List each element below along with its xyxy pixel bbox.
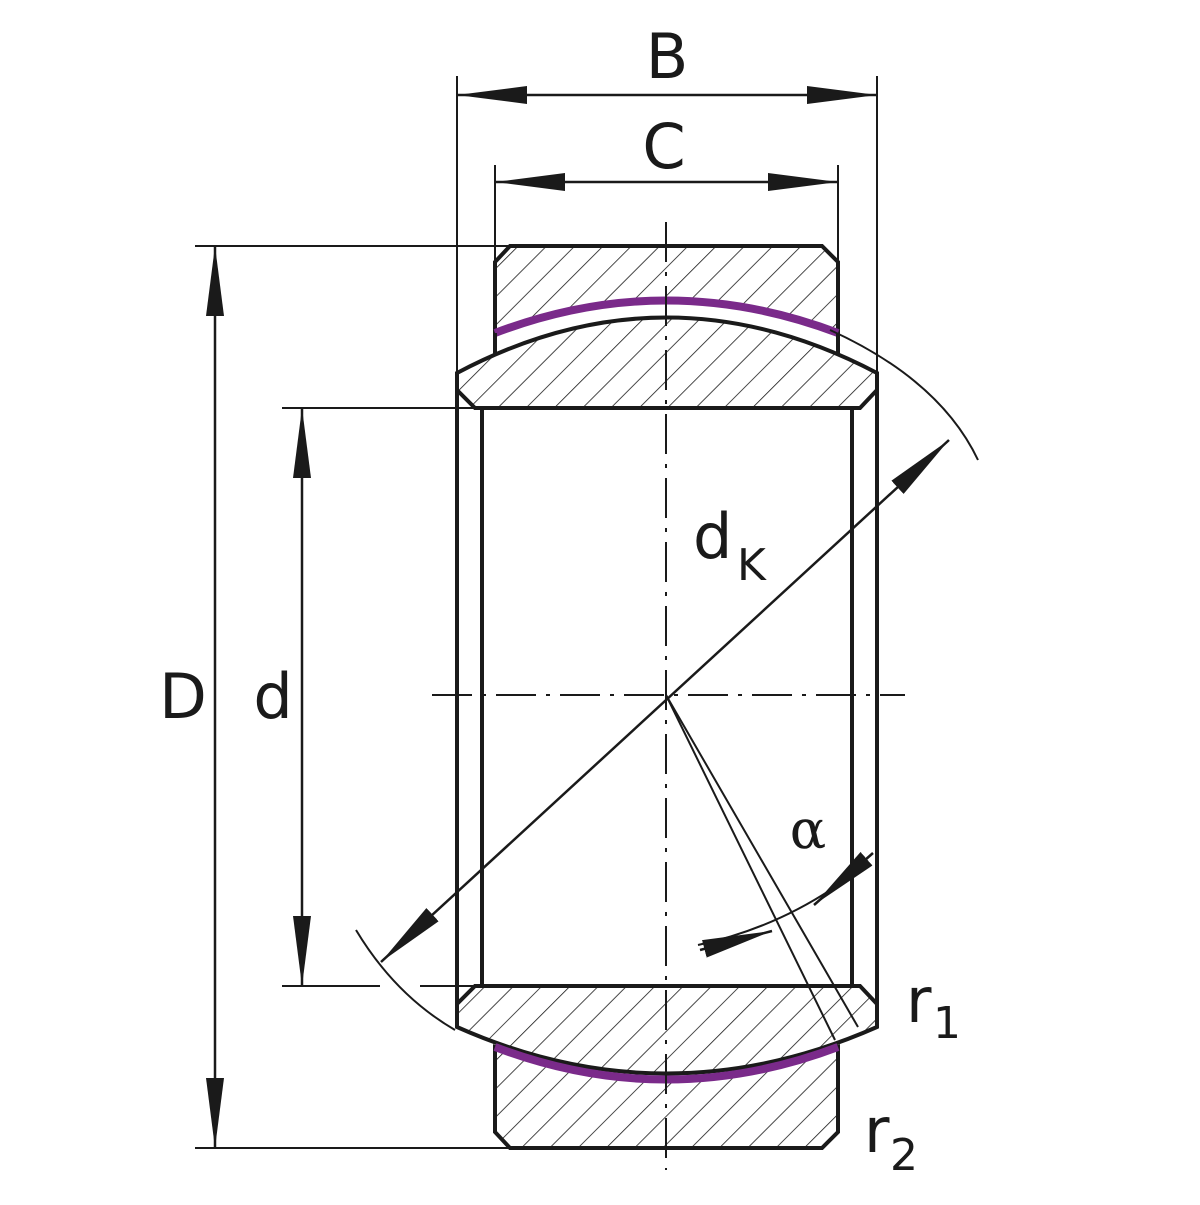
dimension-D: D <box>159 246 224 1148</box>
label-dK-subscript: K <box>737 540 767 591</box>
label-B: B <box>646 20 689 93</box>
dimension-C: C <box>495 110 838 191</box>
label-r1-subscript: 1 <box>933 998 961 1049</box>
label-alpha: α <box>790 798 826 861</box>
sphere-arc-upper <box>829 329 979 461</box>
label-D: D <box>159 660 207 733</box>
radius-labels: r 1 r 2 <box>864 964 961 1181</box>
dimension-alpha: α <box>665 694 874 1041</box>
dimension-dK: d K <box>355 329 979 1031</box>
dimension-B: B <box>457 20 877 104</box>
label-r1: r <box>906 964 932 1037</box>
label-dK: d <box>693 500 732 573</box>
label-r2-subscript: 2 <box>890 1130 918 1181</box>
label-r2: r <box>864 1094 890 1167</box>
label-d: d <box>253 660 292 733</box>
sphere-arc-lower <box>355 929 456 1031</box>
dimension-d: d <box>253 408 311 986</box>
label-C: C <box>642 110 685 183</box>
